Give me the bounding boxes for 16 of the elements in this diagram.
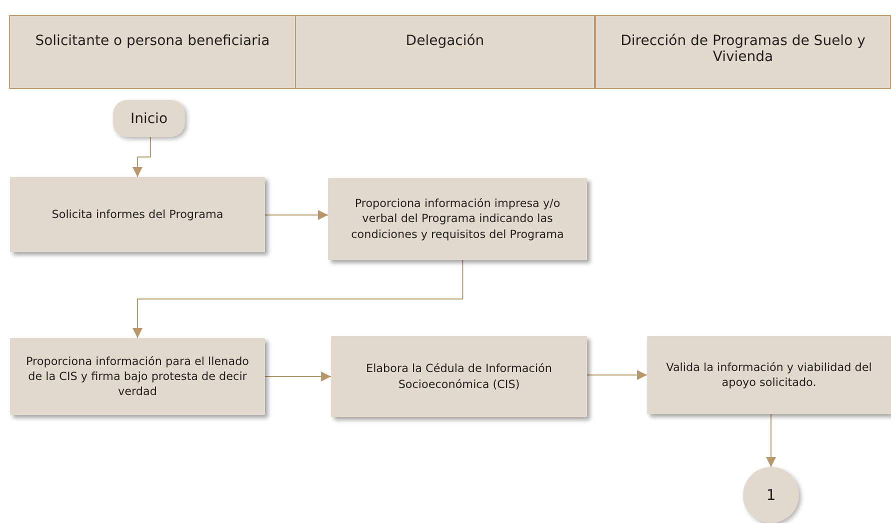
lane-header: Delegación: [295, 15, 595, 89]
process-box: Solicita informes del Programa: [10, 177, 265, 252]
process-box: Elabora la Cédula de Información Socioeconómica (CIS): [331, 336, 587, 417]
process-box: Proporciona información impresa y/o verbal del Programa indicando las condiciones y requisitos del Programa: [328, 178, 587, 260]
process-box: Valida la información y viabilidad del apoyo solicitado.: [647, 336, 891, 414]
arrow: [586, 370, 648, 380]
lane-header: Solicitante o persona beneficiaria: [9, 15, 296, 89]
arrow: [264, 210, 328, 220]
process-box: Proporciona información para el llenado de la CIS y firma bajo protesta de decir verdad: [10, 338, 265, 415]
arrow: [132, 260, 464, 338]
start-terminal: Inicio: [113, 100, 185, 137]
arrow: [264, 372, 332, 382]
lane-header: Dirección de Programas de Suelo y Vivienda: [595, 15, 891, 89]
connector-circle: 1: [743, 467, 799, 523]
arrow: [132, 136, 151, 178]
arrow: [766, 414, 776, 468]
